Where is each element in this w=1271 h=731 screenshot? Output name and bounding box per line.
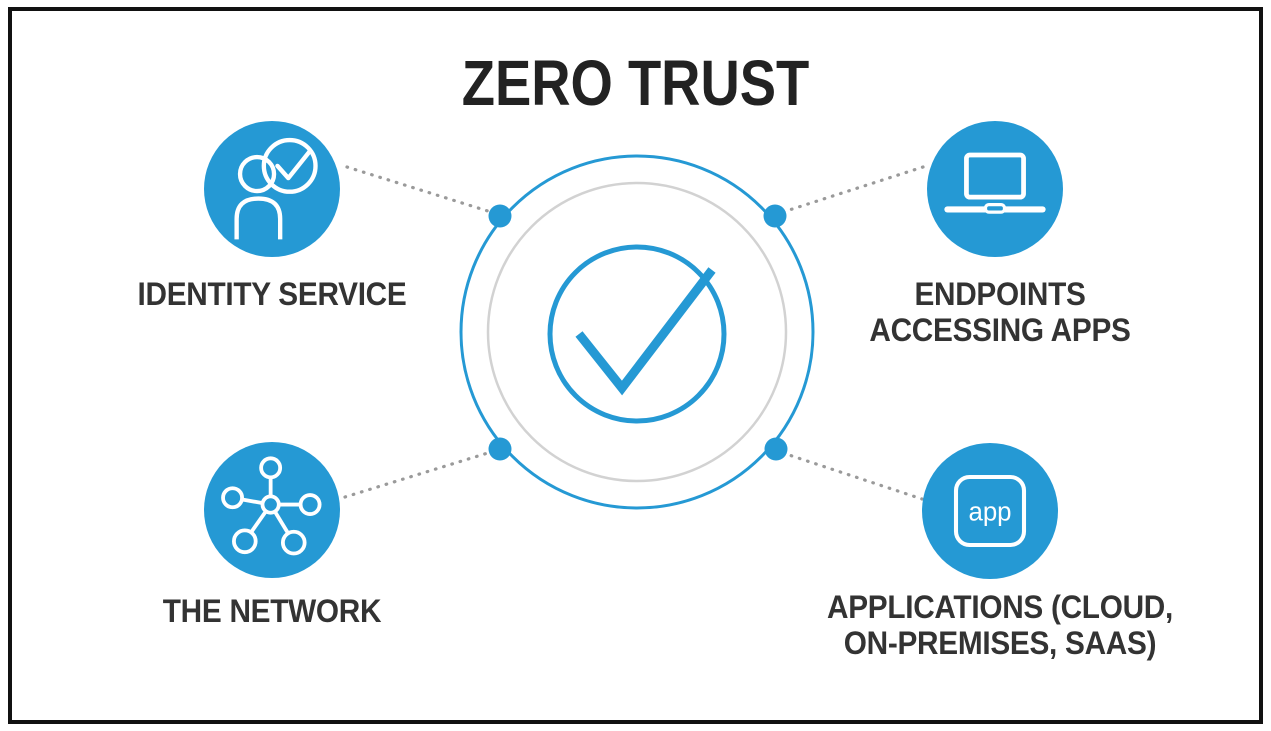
app-icon-text: app	[968, 499, 1011, 527]
app-box-icon: app	[953, 474, 1027, 548]
ring-dot-top-right	[763, 204, 787, 228]
applications-node: app	[922, 443, 1058, 579]
inner-ring	[486, 181, 788, 483]
network-hub-icon	[221, 456, 322, 556]
laptop-icon	[944, 152, 1046, 214]
endpoints-label: ENDPOINTS ACCESSING APPS	[869, 276, 1131, 348]
ring-dot-bottom-right	[764, 437, 788, 461]
dotted-connector-top-right	[781, 165, 925, 214]
applications-label: APPLICATIONS (CLOUD, ON-PREMISES, SAAS)	[826, 589, 1174, 661]
network-label: THE NETWORK	[162, 593, 382, 629]
center-check-circle	[547, 244, 727, 424]
diagram-title: ZERO TRUST	[461, 47, 810, 119]
user-check-icon	[234, 137, 318, 240]
dotted-connector-bottom-right	[781, 451, 924, 501]
ring-dot-bottom-left	[488, 437, 512, 461]
network-node	[204, 442, 340, 578]
dotted-connectors	[343, 165, 925, 501]
ring-dot-top-left	[488, 204, 512, 228]
dotted-connector-top-left	[345, 165, 493, 214]
center-check-mark-icon	[575, 267, 716, 396]
endpoints-node	[927, 121, 1063, 257]
identity-service-node	[204, 121, 340, 257]
identity-service-label: IDENTITY SERVICE	[137, 276, 407, 312]
outer-ring	[459, 154, 815, 510]
ring-dots	[488, 204, 788, 461]
dotted-connector-bottom-left	[343, 450, 493, 499]
